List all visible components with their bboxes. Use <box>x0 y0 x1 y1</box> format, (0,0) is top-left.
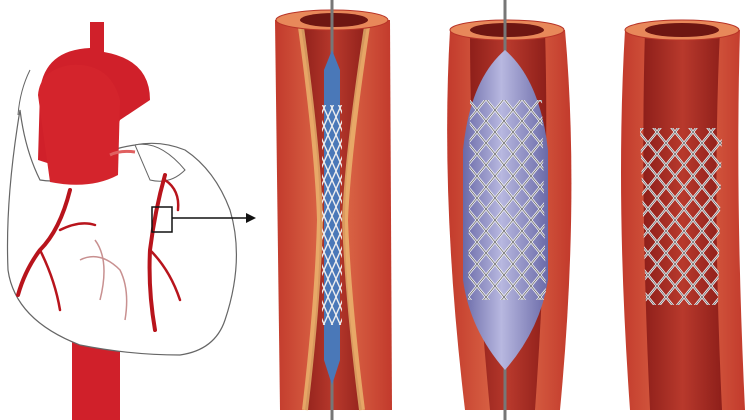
crimped-stent <box>322 105 342 325</box>
vessel-stage-3 <box>621 19 745 410</box>
zoom-box-icon <box>151 206 173 233</box>
vessel-stage-1 <box>275 0 392 420</box>
deployed-stent <box>640 128 722 305</box>
descending-aorta <box>72 330 120 420</box>
left-atrium <box>134 143 186 182</box>
heart-illustration <box>6 22 238 420</box>
expanded-stent <box>468 100 546 300</box>
aorta-front <box>38 64 120 185</box>
coronary-arteries <box>16 173 182 332</box>
minor-vessels <box>79 239 128 321</box>
arrow-right-icon <box>172 213 256 223</box>
vessel-stage-2 <box>447 0 572 420</box>
